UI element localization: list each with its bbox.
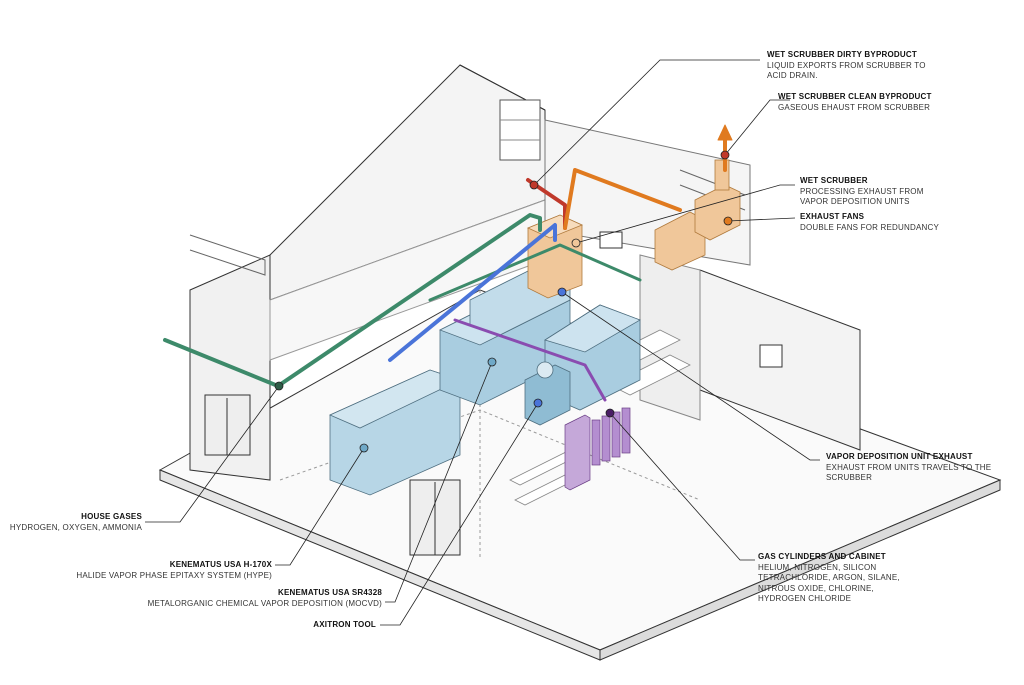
callout-h170: KENEMATUS USA H-170X HALIDE VAPOR PHASE …: [60, 560, 272, 581]
callout-fans: EXHAUST FANS DOUBLE FANS FOR REDUNDANCY: [800, 212, 1000, 233]
callout-vdu-title: VAPOR DEPOSITION UNIT EXHAUST: [826, 452, 973, 461]
callout-sr4328: KENEMATUS USA SR4328 METALORGANIC CHEMIC…: [120, 588, 382, 609]
dot-dirty: [529, 180, 539, 190]
callout-scrubber-desc: PROCESSING EXHAUST FROM VAPOR DEPOSITION…: [800, 186, 924, 207]
callout-axitron-title: AXITRON TOOL: [313, 620, 376, 629]
callout-house-desc: HYDROGEN, OXYGEN, AMMONIA: [9, 522, 142, 532]
dot-scrubber: [571, 238, 581, 248]
callout-dirty: WET SCRUBBER DIRTY BYPRODUCT LIQUID EXPO…: [767, 50, 967, 82]
vdu-exhaust-pipe: [388, 223, 557, 362]
callout-fans-title: EXHAUST FANS: [800, 212, 865, 221]
dot-sr4328: [487, 357, 497, 367]
callout-gas-title: GAS CYLINDERS AND CABINET: [758, 552, 886, 561]
callout-house-title: HOUSE GASES: [81, 512, 142, 521]
callout-scrubber-title: WET SCRUBBER: [800, 176, 868, 185]
callout-clean-title: WET SCRUBBER CLEAN BYPRODUCT: [778, 92, 932, 101]
callout-scrubber: WET SCRUBBER PROCESSING EXHAUST FROM VAP…: [800, 176, 1000, 208]
callout-dirty-desc: LIQUID EXPORTS FROM SCRUBBER TO ACID DRA…: [767, 60, 926, 81]
callout-sr4328-title: KENEMATUS USA SR4328: [277, 588, 382, 597]
exhaust-fans: [654, 159, 741, 271]
callout-gas: GAS CYLINDERS AND CABINET HELIUM, NITROG…: [758, 552, 948, 605]
callout-gas-desc: HELIUM, NITROGEN, SILICON TETRACHLORIDE,…: [758, 562, 900, 604]
equipment: [329, 264, 641, 496]
callout-dots: [274, 150, 733, 453]
pipes: [163, 124, 733, 402]
dot-clean: [720, 150, 730, 160]
callout-vdu-desc: EXHAUST FROM UNITS TRAVELS TO THE SCRUBB…: [826, 462, 992, 483]
house-gas-pipe: [163, 213, 542, 388]
callout-dirty-title: WET SCRUBBER DIRTY BYPRODUCT: [767, 50, 917, 59]
callout-sr4328-desc: METALORGANIC CHEMICAL VAPOR DEPOSITION (…: [147, 598, 382, 608]
gas-line: [453, 318, 607, 402]
leader-lines: [145, 59, 820, 626]
callout-clean-desc: GASEOUS EHAUST FROM SCRUBBER: [778, 102, 931, 112]
dot-vdu: [557, 287, 567, 297]
dot-gas: [605, 408, 615, 418]
callout-house: HOUSE GASES HYDROGEN, OXYGEN, AMMONIA: [0, 512, 142, 533]
callout-h170-title: KENEMATUS USA H-170X: [169, 560, 272, 569]
dot-house: [274, 381, 284, 391]
callout-fans-desc: DOUBLE FANS FOR REDUNDANCY: [800, 222, 939, 232]
callout-h170-desc: HALIDE VAPOR PHASE EPITAXY SYSTEM (HYPE): [76, 570, 272, 580]
dot-fans: [723, 216, 733, 226]
clean-pipe: [563, 168, 682, 230]
callout-clean: WET SCRUBBER CLEAN BYPRODUCT GASEOUS EHA…: [778, 92, 988, 113]
callout-vdu: VAPOR DEPOSITION UNIT EXHAUST EXHAUST FR…: [826, 452, 1016, 484]
dot-h170: [359, 443, 369, 453]
callout-axitron: AXITRON TOOL: [220, 620, 376, 631]
axitron-unit: [524, 364, 571, 426]
dot-axitron: [533, 398, 543, 408]
